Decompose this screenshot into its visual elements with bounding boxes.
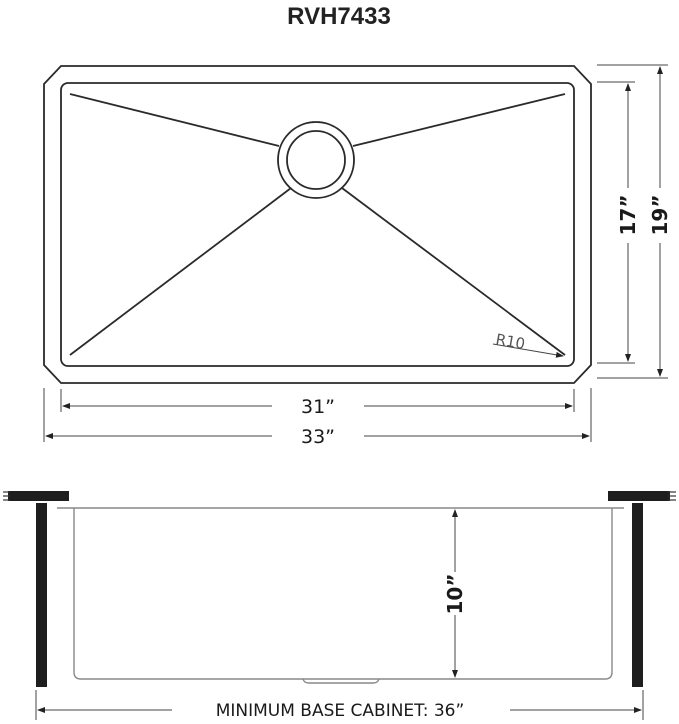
drain-outer-ring <box>277 121 355 199</box>
top-view: R10 31” 33” 17” 19” <box>43 64 672 448</box>
sink-inner-bowl <box>60 82 575 367</box>
bowl-depth-label: 10” <box>443 574 467 615</box>
cabinet-wall-left <box>36 503 47 687</box>
outer-width-label: 33” <box>301 426 335 448</box>
side-view: 10” MINIMUM BASE CABINET: 36” <box>3 491 676 721</box>
slope-line <box>352 93 566 147</box>
countertop-right <box>608 491 670 501</box>
corner-radius-label: R10 <box>494 330 526 353</box>
radius-leader <box>492 343 564 358</box>
countertop-left <box>8 491 69 501</box>
sink-outer-rim <box>43 65 592 384</box>
slope-line <box>69 187 292 356</box>
outer-depth-label: 19” <box>648 195 672 236</box>
slope-line <box>341 187 566 356</box>
inner-width-label: 31” <box>301 396 335 418</box>
drain-bump <box>302 678 380 684</box>
model-title: RVH7433 <box>287 3 391 30</box>
sink-bowl-profile <box>73 508 613 680</box>
slope-line <box>69 93 280 147</box>
inner-depth-label: 17” <box>616 195 640 236</box>
cabinet-wall-right <box>632 503 643 687</box>
drain-inner-ring <box>286 130 346 190</box>
cabinet-size-label: MINIMUM BASE CABINET: 36” <box>216 701 465 721</box>
